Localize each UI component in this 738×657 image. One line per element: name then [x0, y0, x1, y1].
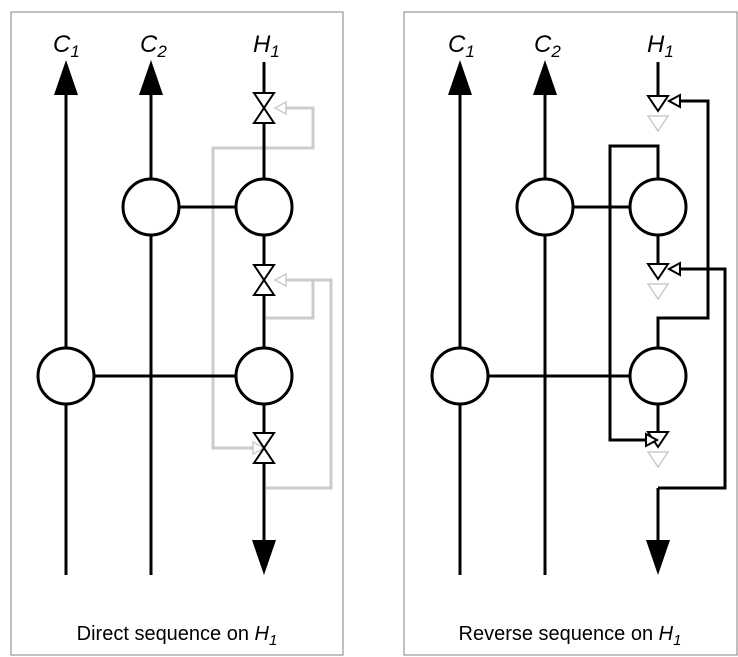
bypass-line	[656, 99, 710, 348]
panel-direct-sequence: C1 C2 H1	[10, 11, 344, 656]
valve-icon	[646, 263, 670, 281]
bypass-line	[608, 144, 660, 442]
valve-icon	[252, 92, 276, 124]
actuator-arrow	[273, 272, 287, 288]
actuator-arrow	[273, 100, 287, 116]
valve-closed-half	[646, 451, 670, 469]
exchanger-circle	[430, 346, 490, 406]
valve-actuator-arrows	[252, 100, 287, 456]
stream-lines	[64, 62, 266, 575]
exchanger-circle	[121, 177, 181, 237]
valve-icon	[252, 432, 276, 464]
arrow-up-c1	[448, 60, 472, 95]
bypass-line	[266, 278, 333, 490]
stream-label-c2: C2	[140, 31, 167, 61]
arrow-up-c2	[533, 60, 557, 95]
stream-label-h1: H1	[647, 31, 674, 61]
valve-icon	[646, 95, 670, 113]
valve-icon	[252, 264, 276, 296]
caption-direct: Direct sequence on H1	[77, 623, 278, 649]
exchanger-circle	[36, 346, 96, 406]
stream-label-c1: C1	[53, 31, 80, 61]
stream-lines	[458, 62, 660, 575]
bypass-lines	[211, 106, 333, 490]
arrow-down-h1	[646, 540, 670, 575]
inactive-segments	[646, 115, 670, 469]
stream-label-c2: C2	[534, 31, 561, 61]
bypass-line	[211, 146, 266, 450]
heat-exchangers	[430, 177, 688, 406]
actuator-arrow	[645, 432, 660, 448]
panel-reverse-sequence: C1 C2 H1	[403, 11, 738, 656]
valves	[252, 92, 276, 464]
caption-reverse: Reverse sequence on H1	[459, 623, 682, 649]
arrow-down-h1	[252, 540, 276, 575]
exchanger-circle	[515, 177, 575, 237]
exchanger-circle	[628, 177, 688, 237]
exchanger-circle	[628, 346, 688, 406]
bypass-line	[266, 106, 315, 150]
stream-label-c1: C1	[448, 31, 475, 61]
stream-label-h1: H1	[253, 31, 280, 61]
actuator-arrow	[252, 440, 266, 456]
exchanger-circle	[234, 346, 294, 406]
arrow-up-c2	[139, 60, 163, 95]
panel-border	[403, 11, 738, 656]
valve-closed-half	[646, 283, 670, 301]
exchanger-circle	[234, 177, 294, 237]
valve-closed-half	[646, 115, 670, 133]
actuator-arrow	[666, 261, 681, 277]
valves	[645, 93, 681, 449]
arrow-up-c1	[54, 60, 78, 95]
bypass-line	[658, 267, 727, 490]
heat-exchangers	[36, 177, 294, 406]
actuator-arrow	[666, 93, 681, 109]
reverse-bypass-lines	[608, 99, 727, 490]
